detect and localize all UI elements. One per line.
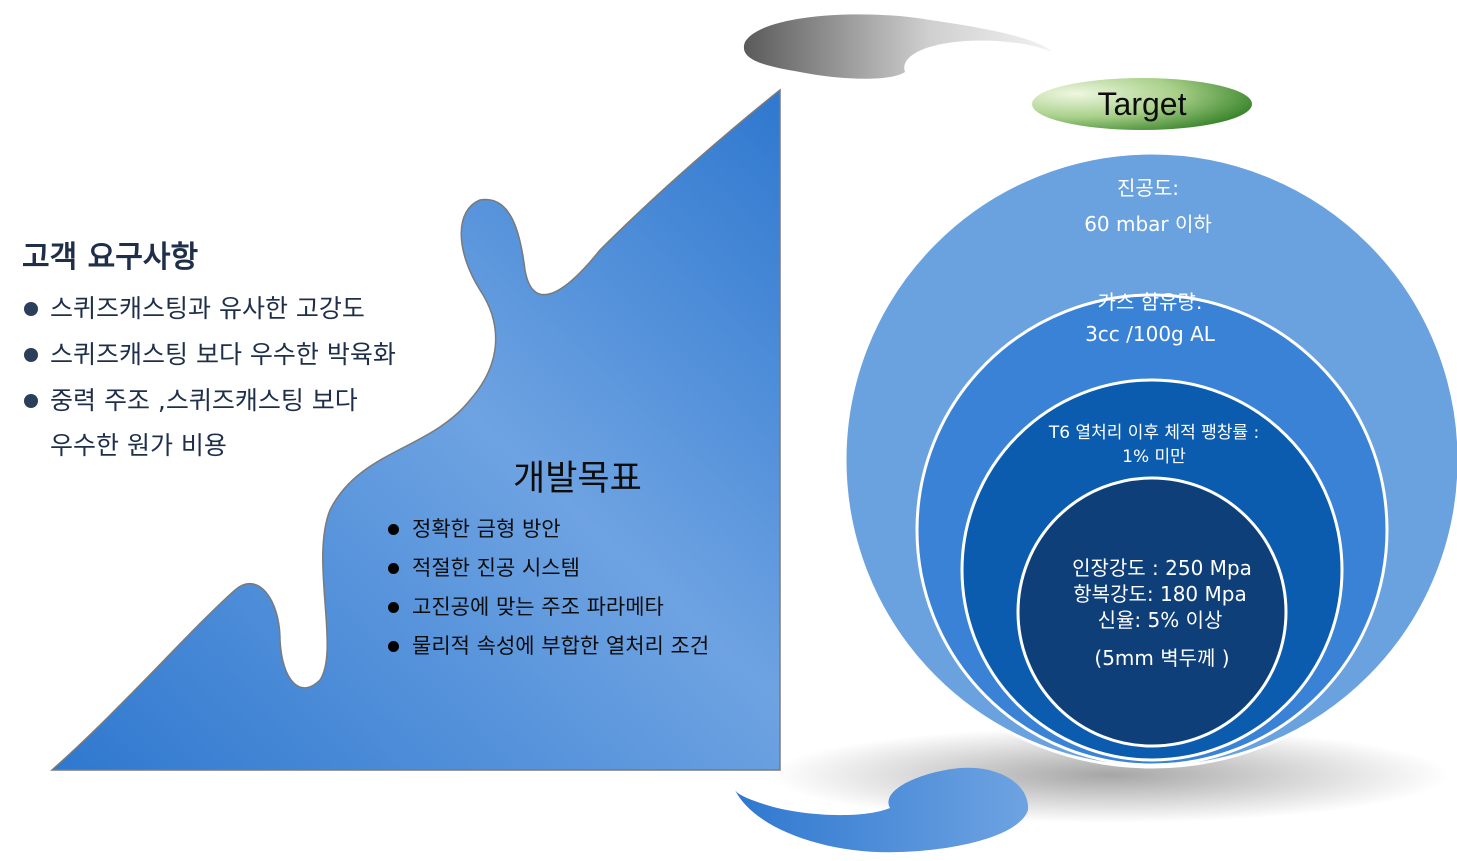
ring-1-line-2: 60 mbar 이하: [1084, 212, 1212, 236]
ring-1-line-1: 진공도:: [1117, 176, 1179, 200]
list-item: 스퀴즈캐스팅 보다 우수한 박육화: [22, 332, 396, 378]
list-item-text: 고진공에 맞는 주조 파라메타: [412, 595, 664, 619]
ring-2-line-1: 가스 함유량:: [1097, 290, 1203, 314]
bullet-icon: [24, 302, 38, 316]
bullet-icon: [388, 602, 399, 613]
list-item-text: 적절한 진공 시스템: [412, 556, 580, 580]
list-item-continuation: 우수한 원가 비용: [22, 424, 396, 468]
list-item-text: 스퀴즈캐스팅 보다 우수한 박육화: [50, 340, 396, 369]
target-badge-shape: [1032, 78, 1252, 130]
list-item-text: 물리적 속성에 부합한 열처리 조건: [412, 634, 710, 658]
ring-2-line-2: 3cc /100g AL: [1085, 322, 1215, 346]
ring-3-line-2: 1% 미만: [1122, 447, 1186, 467]
ring-3-line-1: T6 열처리 이후 체적 팽창률 :: [1048, 423, 1260, 443]
bullet-icon: [388, 563, 399, 574]
list-item: 정확한 금형 방안: [386, 510, 709, 549]
ring-4-line-2: 항복강도: 180 Mpa: [1073, 582, 1247, 606]
customer-requirements-list: 스퀴즈캐스팅과 유사한 고강도 스퀴즈캐스팅 보다 우수한 박육화 중력 주조 …: [22, 286, 396, 468]
list-item: 고진공에 맞는 주조 파라메타: [386, 588, 709, 627]
list-item: 스퀴즈캐스팅과 유사한 고강도: [22, 286, 396, 332]
bullet-icon: [24, 348, 38, 362]
ring-4: [1016, 476, 1288, 748]
blue-swirl-shape: [735, 767, 1029, 853]
bullet-icon: [388, 641, 399, 652]
list-item: 적절한 진공 시스템: [386, 549, 709, 588]
bullet-icon: [24, 394, 38, 408]
gray-swirl-shape: [743, 14, 1052, 79]
list-item-text: 중력 주조 ,스퀴즈캐스팅 보다: [50, 386, 358, 415]
wave-shape: [50, 88, 781, 771]
customer-requirements-title: 고객 요구사항: [22, 240, 199, 275]
list-item: 중력 주조 ,스퀴즈캐스팅 보다: [22, 378, 396, 424]
ring-4-line-3: 신율: 5% 이상: [1097, 608, 1223, 632]
development-goals-title: 개발목표: [513, 459, 642, 499]
list-item: 물리적 속성에 부합한 열처리 조건: [386, 627, 709, 666]
target-label: Target: [1097, 86, 1187, 122]
list-item-text: 정확한 금형 방안: [412, 517, 561, 541]
list-item-text: 스퀴즈캐스팅과 유사한 고강도: [50, 294, 365, 323]
list-item-text: 우수한 원가 비용: [50, 431, 227, 460]
ring-4-line-4: (5mm 벽두께 ): [1094, 646, 1230, 670]
bullet-icon: [388, 524, 399, 535]
development-goals-list: 정확한 금형 방안 적절한 진공 시스템 고진공에 맞는 주조 파라메타 물리적…: [386, 510, 709, 666]
ring-4-line-1: 인장강도 : 250 Mpa: [1072, 556, 1252, 580]
